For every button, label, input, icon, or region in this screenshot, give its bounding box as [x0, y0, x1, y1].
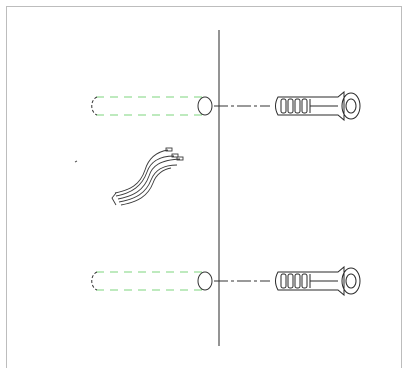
lower-drill-hole	[96, 271, 208, 291]
stray-mark	[74, 160, 78, 163]
upper-wall-plug-icon	[275, 90, 361, 122]
upper-hole-open-end	[91, 96, 98, 116]
wire-bundle-icon	[111, 147, 184, 206]
lower-anchor-assembly	[91, 265, 361, 297]
lower-hole-wall-end	[197, 271, 213, 291]
lower-wall-plug-icon	[275, 265, 361, 297]
upper-drill-hole	[96, 96, 208, 116]
lower-hole-open-end	[91, 271, 98, 291]
drawing-frame	[6, 6, 402, 368]
upper-hole-wall-end	[197, 96, 213, 116]
upper-anchor-assembly	[91, 90, 361, 122]
